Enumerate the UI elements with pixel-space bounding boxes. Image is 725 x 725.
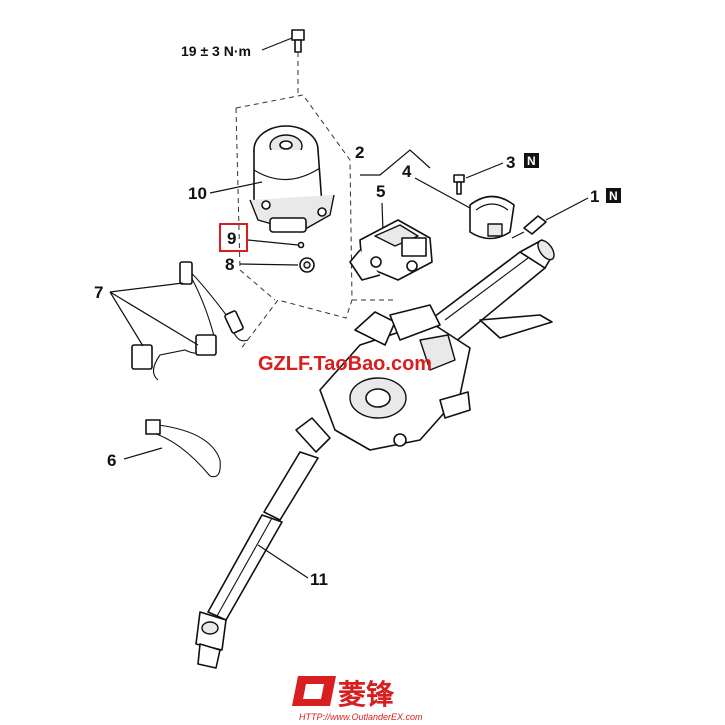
badge-n-3 [524,153,539,168]
badge-n-1 [606,188,621,203]
callout-9: 9 [227,229,236,248]
brand-url: HTTP://www.OutlanderEX.com [299,712,423,722]
callout-10: 10 [188,184,207,203]
small-screw [453,174,465,195]
callout-5: 5 [376,182,385,201]
column-tube [429,239,555,343]
highlight-box-9 [219,223,248,252]
brand-logo: 菱锋 HTTP://www.OutlanderEX.com [292,676,423,722]
brand-name: 菱锋 [338,678,395,711]
callout-4: 4 [402,162,412,181]
motor-coupler [299,257,315,273]
gear-housing [319,304,471,451]
switch-body [349,219,433,281]
callout-1: 1 [590,187,599,206]
motor-fastener [297,241,305,249]
clamp-bracket [469,195,515,240]
bolt-1 [511,215,547,239]
assist-motor [249,125,335,233]
callout-3: 3 [506,153,515,172]
cable-tie [145,419,221,478]
badge-n-3-label: N [527,154,536,168]
callout-6: 6 [107,451,116,470]
callout-8: 8 [225,255,234,274]
callout-11: 11 [310,570,328,589]
torque-leader [261,37,293,51]
callout-7: 7 [94,283,103,302]
intermediate-shaft [195,417,331,669]
torque-bolt [291,29,305,95]
watermark-text: GZLF.TaoBao.com [258,353,432,375]
torque-spec-label: 19 ± 3 N·m [181,43,251,59]
wiring-harness [131,261,249,381]
badge-n-1-label: N [609,189,618,203]
callout-2: 2 [355,143,364,162]
